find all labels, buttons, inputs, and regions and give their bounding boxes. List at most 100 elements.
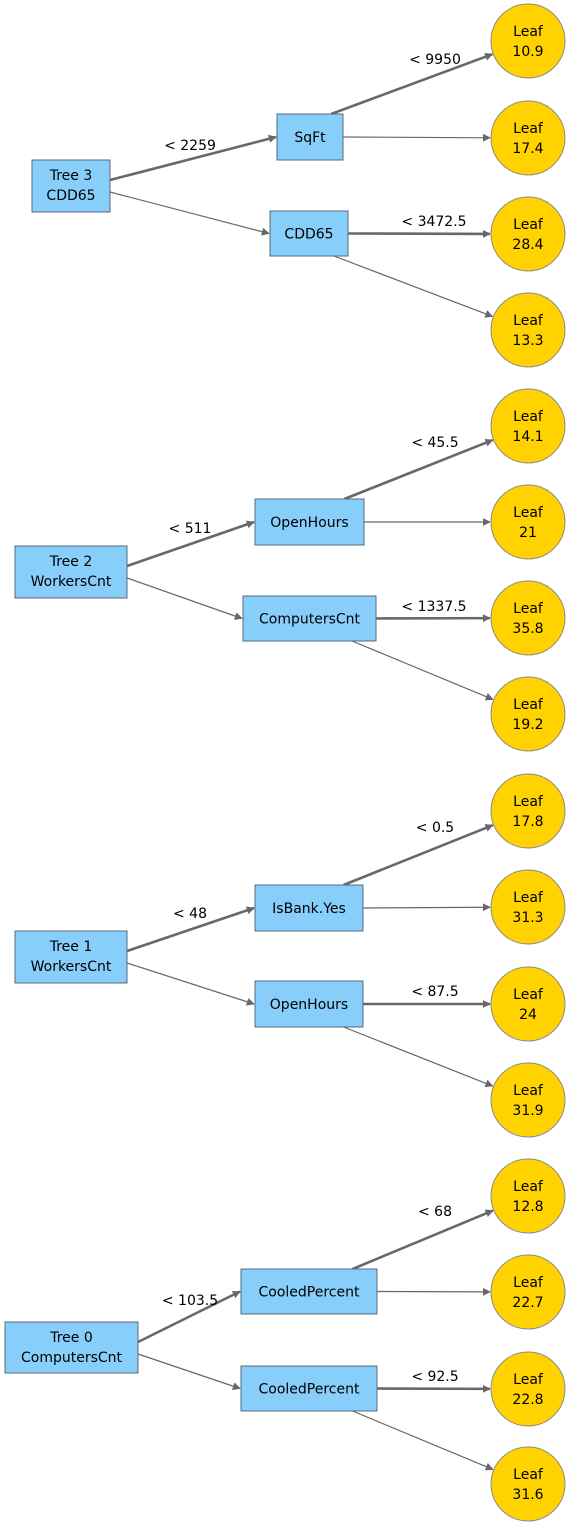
- split-node-label: CooledPercent: [259, 1382, 360, 1398]
- edge-no: [126, 577, 243, 620]
- leaf-circle: [490, 869, 566, 945]
- split-condition-label: < 3472.5: [401, 214, 466, 230]
- leaf-circle: [490, 196, 566, 272]
- leaf-value: 31.3: [512, 910, 543, 926]
- edge-yes: [343, 438, 494, 501]
- leaf-circle: [490, 580, 566, 656]
- edge-yes: [137, 1290, 241, 1344]
- root-node-title: Tree 0: [49, 1330, 93, 1346]
- split-node: [240, 1365, 378, 1412]
- root-node: [4, 1321, 139, 1374]
- root-node: [14, 545, 128, 599]
- leaf-value: 17.4: [512, 141, 543, 157]
- root-node-title: Tree 2: [49, 554, 93, 570]
- edge-yes: [352, 1209, 494, 1271]
- leaf-title: Leaf: [513, 1083, 544, 1099]
- root-node-feature: CDD65: [46, 188, 95, 204]
- leaf-value: 13.3: [512, 333, 543, 349]
- split-node: [269, 210, 349, 257]
- leaf-title: Leaf: [513, 794, 544, 810]
- split-node-label: CDD65: [284, 227, 333, 243]
- leaf-title: Leaf: [513, 217, 544, 233]
- leaf-title: Leaf: [513, 24, 544, 40]
- leaf-title: Leaf: [513, 890, 544, 906]
- edge-yes: [109, 134, 277, 182]
- split-node: [240, 1268, 378, 1315]
- leaf-title: Leaf: [513, 313, 544, 329]
- leaf-value: 31.9: [512, 1103, 543, 1119]
- leaf-title: Leaf: [513, 121, 544, 137]
- root-condition-label: < 48: [173, 906, 207, 922]
- leaf-circle: [490, 1351, 566, 1427]
- split-condition-label: < 87.5: [411, 984, 458, 1000]
- leaf-circle: [490, 292, 566, 368]
- root-condition-label: < 2259: [164, 138, 216, 154]
- leaf-node: Leaf 31.3: [490, 869, 566, 945]
- leaf-circle: [490, 676, 566, 752]
- leaf-value: 22.7: [512, 1295, 543, 1311]
- leaf-circle: [490, 1062, 566, 1138]
- split-node: [242, 595, 377, 642]
- leaf-circle: [490, 1254, 566, 1330]
- leaf-title: Leaf: [513, 505, 544, 521]
- leaf-value: 10.9: [512, 44, 543, 60]
- root-node-title: Tree 1: [49, 939, 93, 955]
- edge-no: [351, 640, 494, 701]
- leaf-title: Leaf: [513, 1179, 544, 1195]
- leaf-value: 21: [519, 525, 537, 541]
- root-node-title: Tree 3: [49, 168, 93, 184]
- leaf-title: Leaf: [513, 1275, 544, 1291]
- split-node-label: OpenHours: [270, 997, 348, 1013]
- leaf-value: 35.8: [512, 621, 543, 637]
- leaf-title: Leaf: [513, 1467, 544, 1483]
- root-node: [14, 930, 128, 984]
- leaf-circle: [490, 966, 566, 1042]
- split-node-label: CooledPercent: [259, 1285, 360, 1301]
- edge-no: [342, 133, 491, 142]
- edge-yes: [343, 823, 494, 887]
- root-condition-label: < 511: [169, 521, 212, 537]
- leaf-circle: [490, 484, 566, 560]
- leaf-value: 17.8: [512, 814, 543, 830]
- edge-yes: [330, 52, 494, 116]
- leaf-value: 28.4: [512, 237, 543, 253]
- edge-yes: [126, 520, 255, 568]
- leaf-node: Leaf 13.3: [490, 292, 566, 368]
- split-node: [254, 980, 364, 1028]
- tree-2-edges: [126, 438, 494, 701]
- leaf-circle: [490, 100, 566, 176]
- split-node-label: IsBank.Yes: [272, 901, 346, 917]
- leaf-circle: [490, 1158, 566, 1234]
- root-node-feature: WorkersCnt: [31, 574, 112, 590]
- leaf-circle: [490, 388, 566, 464]
- split-condition-label: < 1337.5: [401, 599, 466, 615]
- split-node: [276, 113, 344, 161]
- leaf-node: Leaf 17.4: [490, 100, 566, 176]
- leaf-title: Leaf: [513, 409, 544, 425]
- leaf-title: Leaf: [513, 987, 544, 1003]
- edge-no: [126, 962, 255, 1006]
- edge-no: [109, 191, 270, 236]
- split-node-label: ComputersCnt: [259, 612, 361, 628]
- leaf-node: Leaf 17.8: [490, 773, 566, 849]
- tree-1-edges: [126, 823, 494, 1088]
- root-condition-label: < 103.5: [162, 1293, 218, 1309]
- split-node: [254, 498, 365, 546]
- root-node: [31, 159, 111, 213]
- split-condition-label: < 45.5: [411, 435, 458, 451]
- leaf-node: Leaf 28.4: [490, 196, 566, 272]
- leaf-value: 12.8: [512, 1199, 543, 1215]
- leaf-value: 22.8: [512, 1392, 543, 1408]
- edge-no: [362, 903, 491, 912]
- edge-no: [333, 255, 494, 318]
- split-condition-label: < 9950: [409, 52, 461, 68]
- edge-no: [137, 1353, 241, 1390]
